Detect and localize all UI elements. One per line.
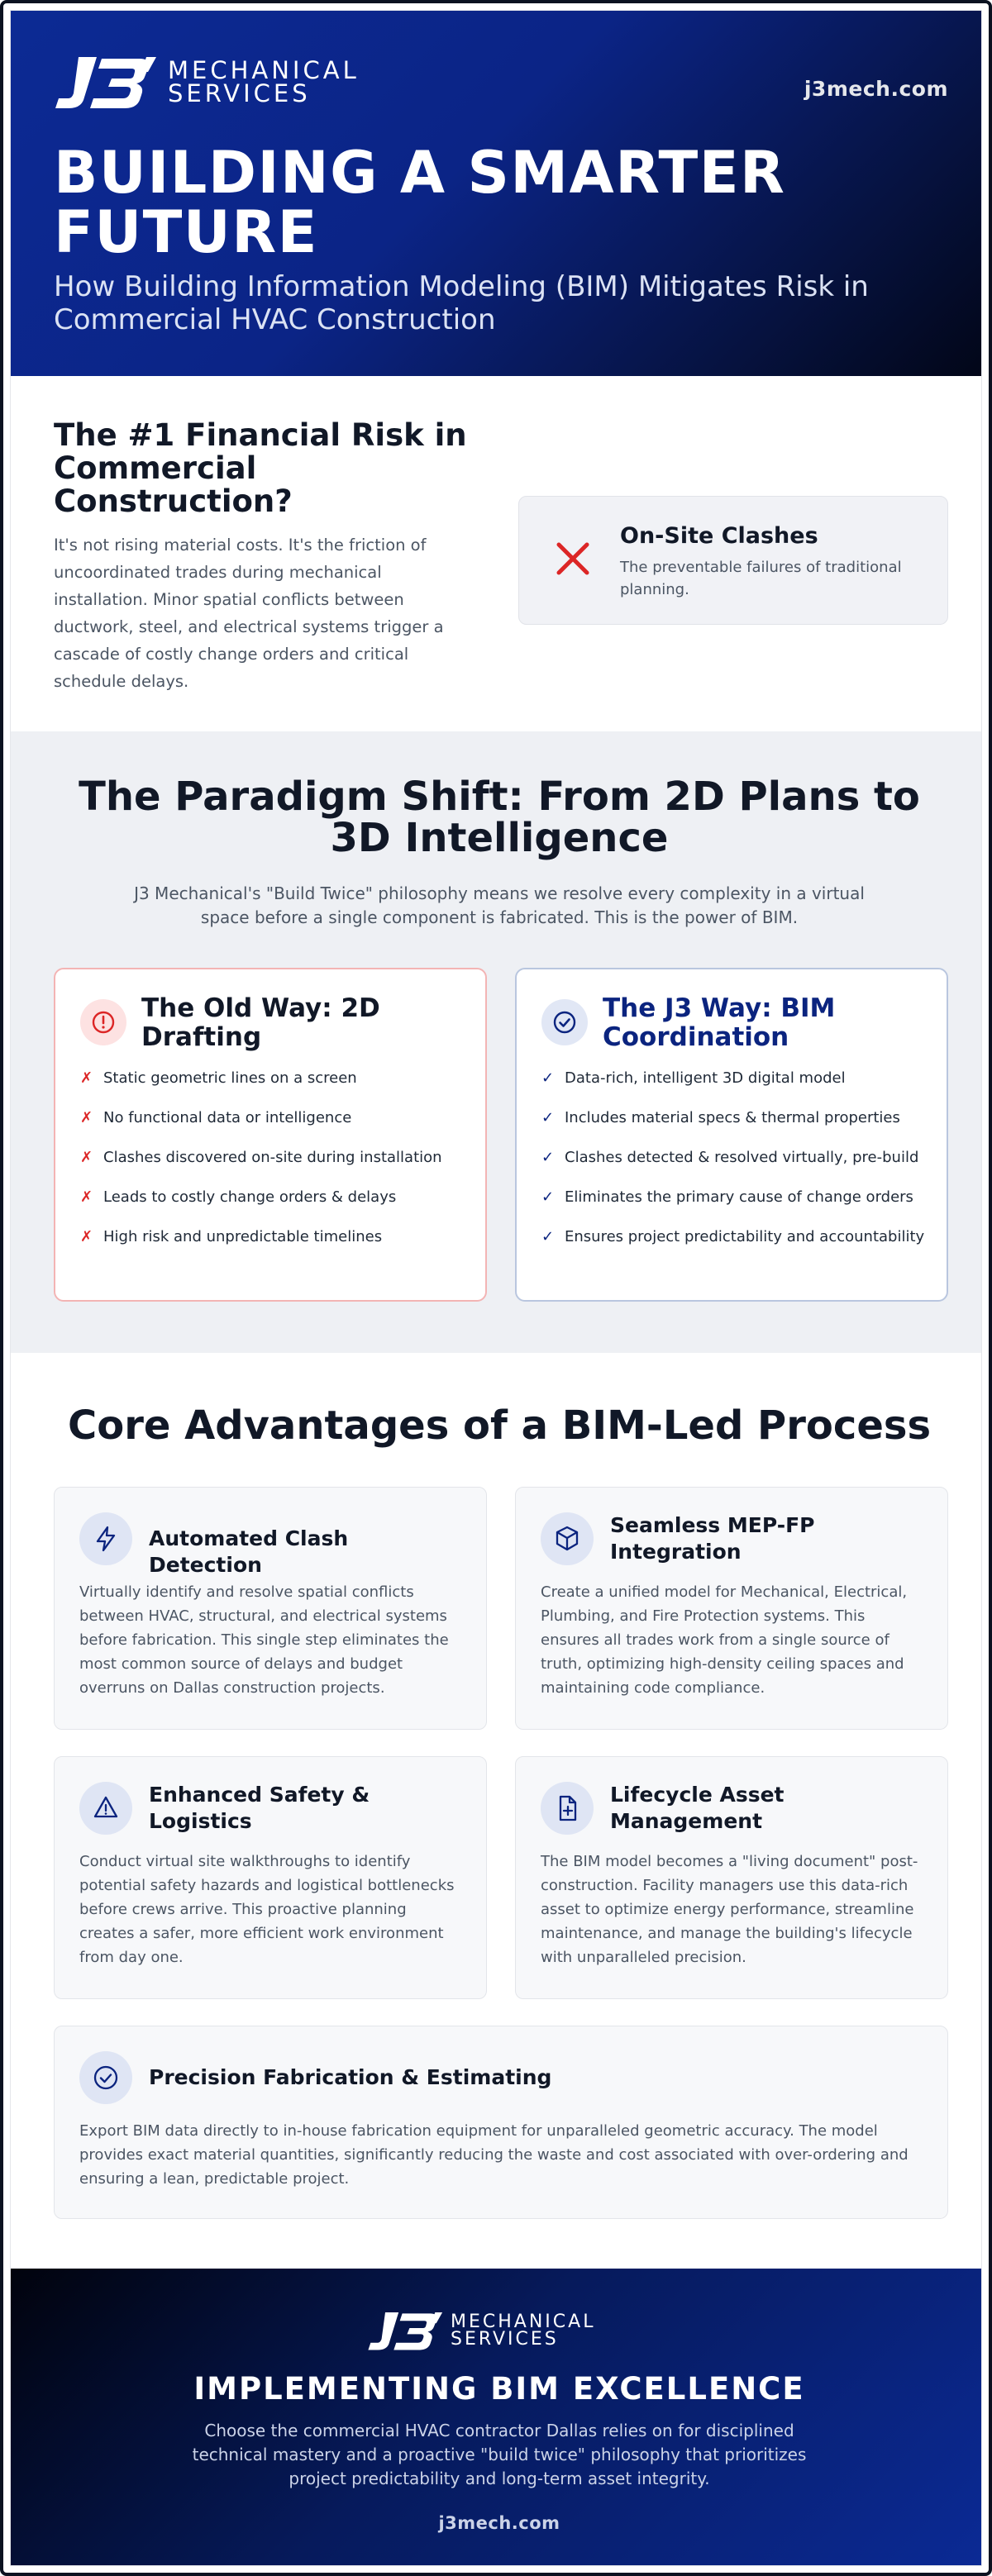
check-mark-icon: ✓	[541, 1228, 555, 1245]
advantage-text: Virtually identify and resolve spatial c…	[79, 1583, 449, 1697]
list-item: ✓ Includes material specs & thermal prope…	[541, 1107, 930, 1130]
advantage-title: Seamless MEP-FP Integration	[610, 1513, 815, 1564]
footer-heading: IMPLEMENTING BIM EXCELLENCE	[193, 2371, 805, 2407]
x-mark-icon: ✗	[80, 1188, 93, 1206]
clash-card-description: The preventable failures of traditional …	[620, 559, 902, 598]
old-way-title: The Old Way: 2D Drafting	[141, 993, 380, 1052]
cube-icon	[541, 1512, 594, 1565]
hero-subtitle: How Building Information Modeling (BIM) …	[54, 270, 869, 336]
x-mark-icon: ✗	[80, 1109, 93, 1126]
advantage-title: Enhanced Safety & Logistics	[149, 1783, 370, 1833]
clash-card-title: On-Site Clashes	[620, 523, 818, 549]
check-circle-icon	[79, 2051, 132, 2104]
clash-card: On-Site Clashes The preventable failures…	[518, 496, 948, 625]
j3-way-list: ✓ Data-rich, intelligent 3D digital model…	[541, 1067, 930, 1265]
alert-circle-icon	[80, 999, 126, 1045]
site-link[interactable]: j3mech.com	[804, 77, 948, 101]
advantages-heading: Core Advantages of a BIM-Led Process	[67, 1402, 932, 1449]
paradigm-intro: J3 Mechanical's "Build Twice" philosophy…	[134, 883, 865, 927]
footer-text: Choose the commercial HVAC contractor Da…	[192, 2421, 807, 2488]
list-item: ✓ Eliminates the primary cause of change …	[541, 1186, 930, 1209]
x-mark-icon: ✗	[80, 1069, 93, 1087]
list-item-text: Clashes discovered on-site during instal…	[103, 1149, 442, 1166]
advantage-card-clash-detection: Automated Clash Detection Virtually iden…	[54, 1487, 487, 1730]
advantage-title: Automated Clash Detection	[149, 1526, 349, 1577]
logo-line-2: SERVICES	[168, 79, 311, 107]
list-item: ✓ Ensures project predictability and acco…	[541, 1226, 930, 1249]
paradigm-section: The Paradigm Shift: From 2D Plans to 3D …	[11, 731, 981, 1353]
j3-logo-icon	[55, 57, 156, 108]
list-item: ✗ Clashes discovered on-site during insta…	[80, 1146, 469, 1169]
lightning-icon	[79, 1512, 132, 1565]
old-way-card: The Old Way: 2D Drafting ✗ Static geometr…	[54, 968, 487, 1302]
check-mark-icon: ✓	[541, 1149, 555, 1166]
list-item-text: Clashes detected & resolved virtually, p…	[565, 1149, 919, 1166]
logo-line-1: MECHANICAL	[168, 56, 360, 84]
x-mark-icon: ✗	[80, 1228, 93, 1245]
advantage-card-mep-integration: Seamless MEP-FP Integration Create a uni…	[515, 1487, 948, 1730]
footer-site-link[interactable]: j3mech.com	[438, 2513, 560, 2533]
advantage-title: Precision Fabrication & Estimating	[149, 2065, 552, 2089]
list-item-text: No functional data or intelligence	[103, 1109, 352, 1126]
logo-wordmark: MECHANICAL SERVICES	[168, 56, 360, 107]
old-way-list: ✗ Static geometric lines on a screen ✗ No …	[80, 1067, 469, 1265]
footer-logo[interactable]: MECHANICAL SERVICES	[366, 2310, 595, 2351]
check-circle-icon	[541, 999, 588, 1045]
footer-banner: MECHANICAL SERVICES IMPLEMENTING BIM EXC…	[11, 2269, 981, 2565]
list-item-text: Static geometric lines on a screen	[103, 1069, 357, 1087]
list-item-text: Ensures project predictability and accou…	[565, 1228, 925, 1245]
hero-banner: MECHANICAL SERVICES j3mech.com BUILDING …	[11, 11, 981, 376]
advantage-text: Create a unified model for Mechanical, E…	[541, 1583, 908, 1697]
file-plus-icon	[541, 1782, 594, 1835]
paradigm-heading: The Paradigm Shift: From 2D Plans to 3D …	[79, 774, 920, 861]
check-mark-icon: ✓	[541, 1069, 555, 1087]
advantages-section: Core Advantages of a BIM-Led Process Aut…	[11, 1353, 981, 2269]
advantage-card-fabrication: Precision Fabrication & Estimating Expor…	[54, 2026, 948, 2219]
list-item: ✗ No functional data or intelligence	[80, 1107, 469, 1130]
j3-logo-icon	[368, 2312, 443, 2350]
logo-line-2: SERVICES	[451, 2329, 559, 2350]
check-mark-icon: ✓	[541, 1109, 555, 1126]
x-mark-icon: ✗	[80, 1149, 93, 1166]
list-item-text: Leads to costly change orders & delays	[103, 1188, 397, 1206]
list-item-text: Includes material specs & thermal proper…	[565, 1109, 900, 1126]
list-item: ✗ Leads to costly change orders & delays	[80, 1186, 469, 1209]
list-item-text: Data-rich, intelligent 3D digital model	[565, 1069, 846, 1087]
x-icon	[556, 542, 589, 575]
advantage-card-lifecycle: Lifecycle Asset Management The BIM model…	[515, 1756, 948, 1999]
advantage-title: Lifecycle Asset Management	[610, 1783, 785, 1833]
page-inner: MECHANICAL SERVICES j3mech.com BUILDING …	[10, 10, 982, 2566]
logo-wordmark: MECHANICAL SERVICES	[451, 2312, 596, 2350]
risk-body: It's not rising material costs. It's the…	[54, 536, 444, 691]
check-mark-icon: ✓	[541, 1188, 555, 1206]
advantage-card-safety-logistics: Enhanced Safety & Logistics Conduct virt…	[54, 1756, 487, 1999]
list-item: ✗ High risk and unpredictable timelines	[80, 1226, 469, 1249]
hero-title: BUILDING A SMARTER FUTURE	[54, 139, 786, 266]
risk-heading: The #1 Financial Risk in Commercial Cons…	[54, 417, 467, 519]
logo-line-1: MECHANICAL	[451, 2312, 596, 2332]
warning-triangle-icon	[79, 1782, 132, 1835]
advantage-text: Export BIM data directly to in-house fab…	[79, 2122, 909, 2188]
list-item: ✓ Data-rich, intelligent 3D digital model	[541, 1067, 930, 1090]
brand-logo[interactable]: MECHANICAL SERVICES	[54, 54, 360, 110]
j3-way-card: The J3 Way: BIM Coordination ✓ Data-rich,…	[515, 968, 948, 1302]
list-item-text: Eliminates the primary cause of change o…	[565, 1188, 913, 1206]
advantage-text: Conduct virtual site walkthroughs to ide…	[79, 1853, 455, 1966]
list-item-text: High risk and unpredictable timelines	[103, 1228, 383, 1245]
risk-section: The #1 Financial Risk in Commercial Cons…	[11, 376, 981, 731]
list-item: ✗ Static geometric lines on a screen	[80, 1067, 469, 1090]
j3-way-title: The J3 Way: BIM Coordination	[603, 993, 836, 1052]
advantage-text: The BIM model becomes a "living document…	[541, 1853, 918, 1966]
list-item: ✓ Clashes detected & resolved virtually, …	[541, 1146, 930, 1169]
